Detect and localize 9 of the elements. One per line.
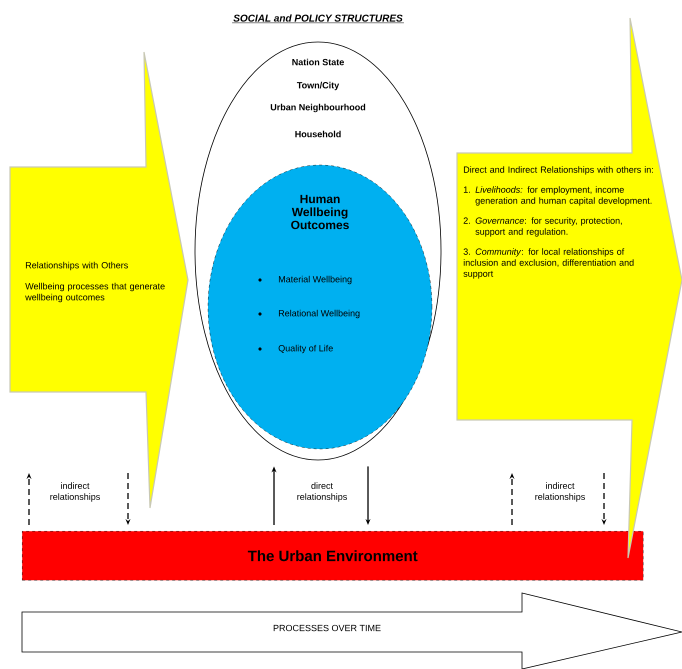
relationship-label: indirect relationships xyxy=(535,482,585,502)
heading: SOCIAL and POLICY STRUCTURES xyxy=(232,14,404,24)
node-label: Town/City xyxy=(296,82,340,90)
relationship-label: direct relationships xyxy=(297,482,347,502)
relationship-label: indirect relationships xyxy=(50,482,100,502)
node-label: Urban Neighbourhood xyxy=(270,104,366,112)
environment-bar: The Urban Environment xyxy=(22,531,644,580)
node-label: Household xyxy=(295,130,341,138)
node-label: Nation State xyxy=(292,58,344,66)
